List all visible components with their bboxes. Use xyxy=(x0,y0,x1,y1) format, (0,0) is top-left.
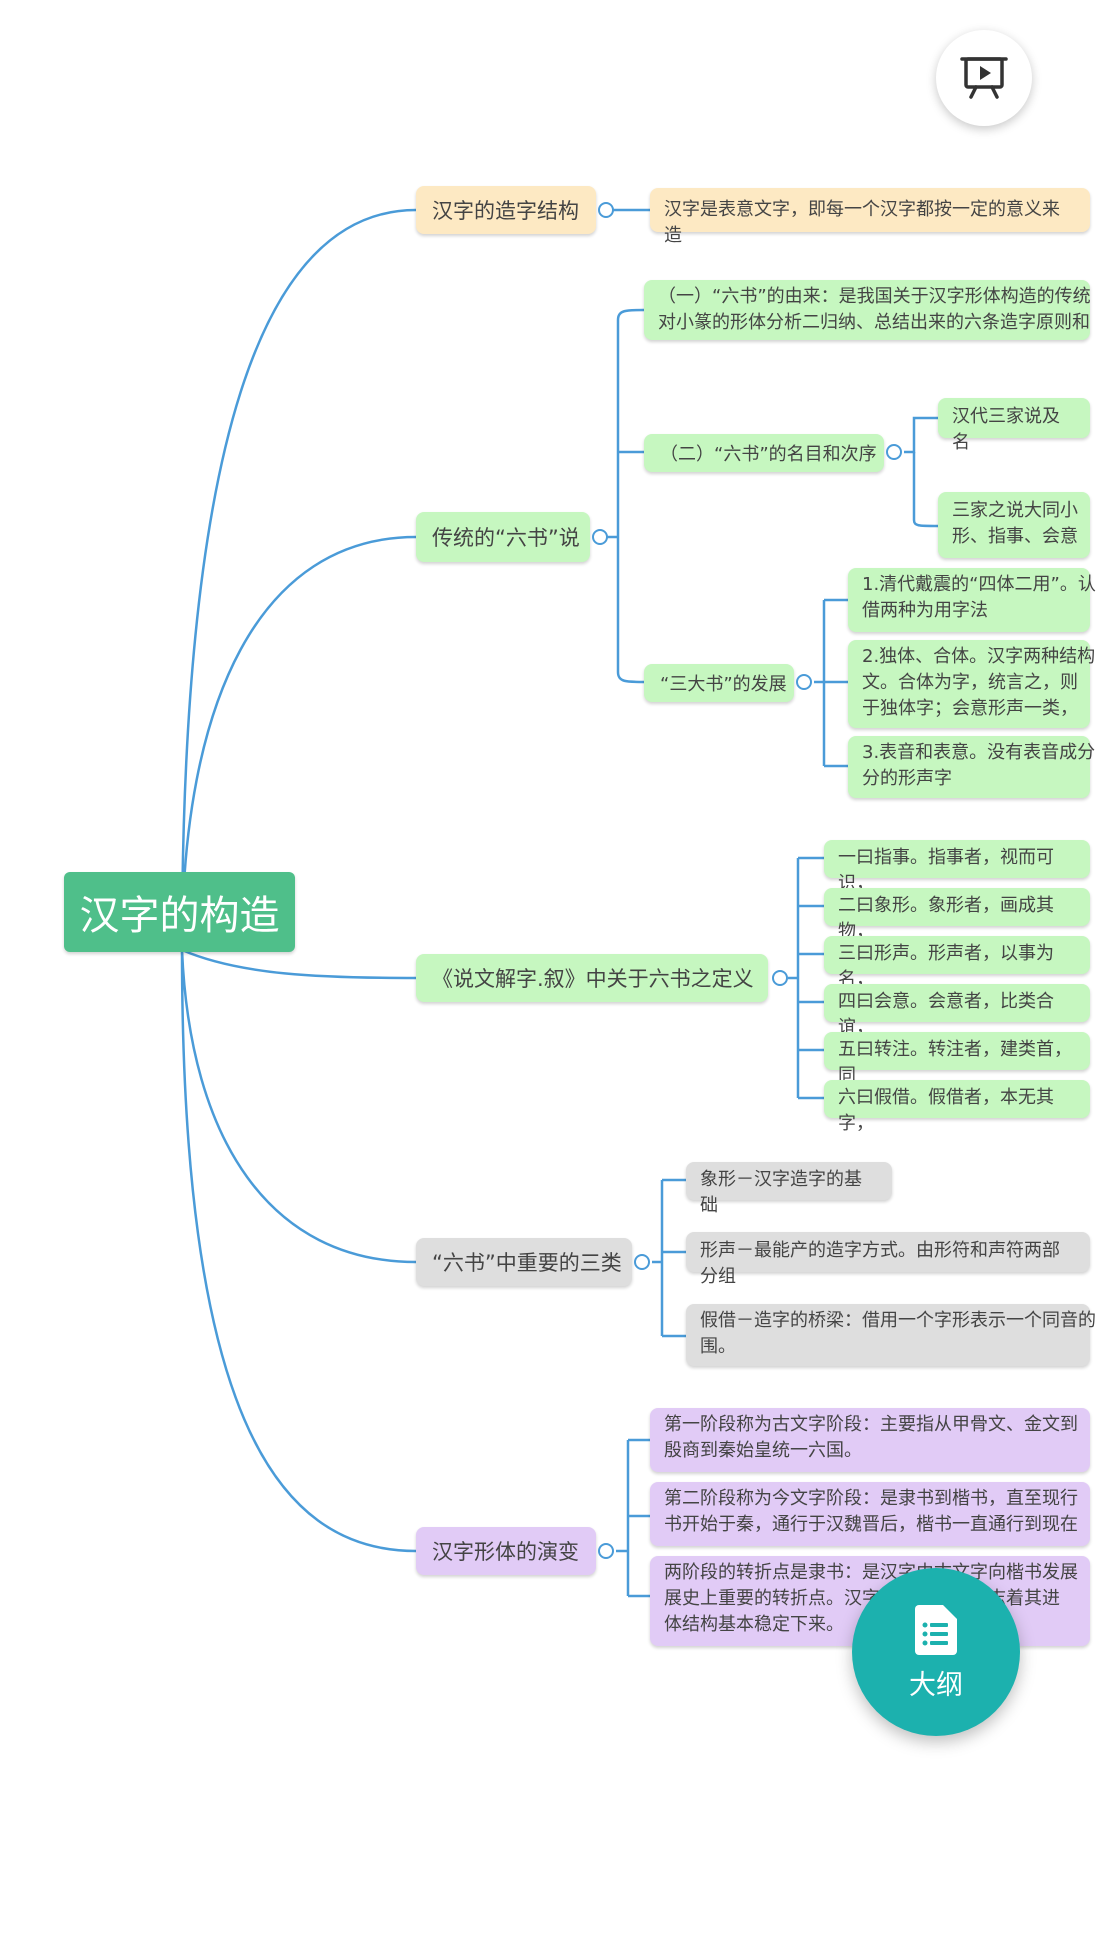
leaf-node[interactable]: 第二阶段称为今文字阶段：是隶书到楷书，直至现行 书开始于秦，通行于汉魏晋后，楷书… xyxy=(650,1482,1090,1546)
leaf-text: 汉字是表意文字，即每一个汉字都按一定的意义来造 xyxy=(664,199,1060,246)
collapse-toggle[interactable] xyxy=(598,1543,614,1559)
leaf-node[interactable]: 六曰假借。假借者，本无其字， xyxy=(824,1080,1090,1134)
leaf-node[interactable]: 3.表音和表意。没有表音成分 分的形声字 xyxy=(848,736,1096,798)
leaf-node[interactable]: 一曰指事。指事者，视而可识， xyxy=(824,840,1090,894)
leaf-text: 三家之说大同小 形、指事、会意 xyxy=(952,500,1078,547)
leaf-node[interactable]: 假借－造字的桥梁：借用一个字形表示一个同音的 围。 xyxy=(686,1304,1096,1366)
collapse-toggle[interactable] xyxy=(886,444,902,460)
leaf-text: 第二阶段称为今文字阶段：是隶书到楷书，直至现行 书开始于秦，通行于汉魏晋后，楷书… xyxy=(664,1488,1078,1535)
leaf-node[interactable]: 2.独体、合体。汉字两种结构 文。合体为字，统言之，则 于独体字；会意形声一类， xyxy=(848,640,1096,728)
collapse-toggle[interactable] xyxy=(772,970,788,986)
leaf-text: 六曰假借。假借者，本无其字， xyxy=(838,1087,1054,1134)
leaf-node[interactable]: 三家之说大同小 形、指事、会意 xyxy=(938,492,1090,558)
leaf-node[interactable]: 汉代三家说及名 xyxy=(938,398,1090,453)
leaf-text: 两阶段的转折点是隶书：是汉字由古文字向楷书发展 展史上重要的转折点。汉字 标志着… xyxy=(664,1562,1078,1635)
leaf-text: 3.表音和表意。没有表音成分 分的形声字 xyxy=(862,742,1096,789)
outline-label: 大纲 xyxy=(909,1669,963,1701)
leaf-text: 第一阶段称为古文字阶段：主要指从甲骨文、金文到 殷商到秦始皇统一六国。 xyxy=(664,1414,1078,1461)
outline-button[interactable]: 大纲 xyxy=(852,1568,1020,1736)
presentation-button[interactable] xyxy=(936,30,1032,126)
collapse-toggle[interactable] xyxy=(598,202,614,218)
leaf-node[interactable]: 五曰转注。转注者，建类首，同 xyxy=(824,1032,1090,1086)
leaf-node[interactable]: 二曰象形。象形者，画成其物， xyxy=(824,888,1090,942)
leaf-node[interactable]: 第一阶段称为古文字阶段：主要指从甲骨文、金文到 殷商到秦始皇统一六国。 xyxy=(650,1408,1090,1472)
leaf-text: 象形－汉字造字的基础 xyxy=(700,1169,862,1216)
collapse-toggle[interactable] xyxy=(634,1254,650,1270)
leaf-node[interactable]: （一）“六书”的由来：是我国关于汉字形体构造的传统 对小篆的形体分析二归纳、总结… xyxy=(644,280,1091,340)
branch-node-liushu[interactable]: 传统的“六书”说 xyxy=(416,512,590,562)
collapse-toggle[interactable] xyxy=(592,529,608,545)
leaf-node[interactable]: 四曰会意。会意者，比类合谊， xyxy=(824,984,1090,1038)
root-node[interactable]: 汉字的构造 xyxy=(64,872,295,952)
branch-node-yanbian[interactable]: 汉字形体的演变 xyxy=(416,1527,596,1575)
leaf-node[interactable]: 象形－汉字造字的基础 xyxy=(686,1162,892,1216)
leaf-node[interactable]: 1.清代戴震的“四体二用”。认 借两种为用字法 xyxy=(848,568,1096,632)
leaf-text: 汉代三家说及名 xyxy=(952,406,1060,453)
leaf-text: 形声－最能产的造字方式。由形符和声符两部分组 xyxy=(700,1240,1060,1287)
outline-document-icon xyxy=(915,1604,957,1655)
leaf-text: 1.清代戴震的“四体二用”。认 借两种为用字法 xyxy=(862,574,1096,621)
branch-node-sanlei[interactable]: “六书”中重要的三类 xyxy=(416,1238,632,1286)
branch-node-structure[interactable]: 汉字的造字结构 xyxy=(416,186,596,234)
leaf-node[interactable]: 汉字是表意文字，即每一个汉字都按一定的意义来造 xyxy=(650,188,1090,246)
leaf-node[interactable]: 形声－最能产的造字方式。由形符和声符两部分组 xyxy=(686,1232,1090,1287)
leaf-text: 2.独体、合体。汉字两种结构 文。合体为字，统言之，则 于独体字；会意形声一类， xyxy=(862,646,1096,719)
leaf-text: （一）“六书”的由来：是我国关于汉字形体构造的传统 对小篆的形体分析二归纳、总结… xyxy=(658,286,1091,333)
presentation-play-icon xyxy=(960,57,1008,99)
branch-node-shuowen[interactable]: 《说文解字.叙》中关于六书之定义 xyxy=(416,954,768,1002)
subbranch-node-sandashu[interactable]: “三大书”的发展 xyxy=(644,664,794,702)
leaf-text: 假借－造字的桥梁：借用一个字形表示一个同音的 围。 xyxy=(700,1310,1096,1357)
collapse-toggle[interactable] xyxy=(796,674,812,690)
leaf-node[interactable]: 三曰形声。形声者，以事为名， xyxy=(824,936,1090,990)
subbranch-node-mingmu[interactable]: （二）“六书”的名目和次序 xyxy=(644,434,884,472)
